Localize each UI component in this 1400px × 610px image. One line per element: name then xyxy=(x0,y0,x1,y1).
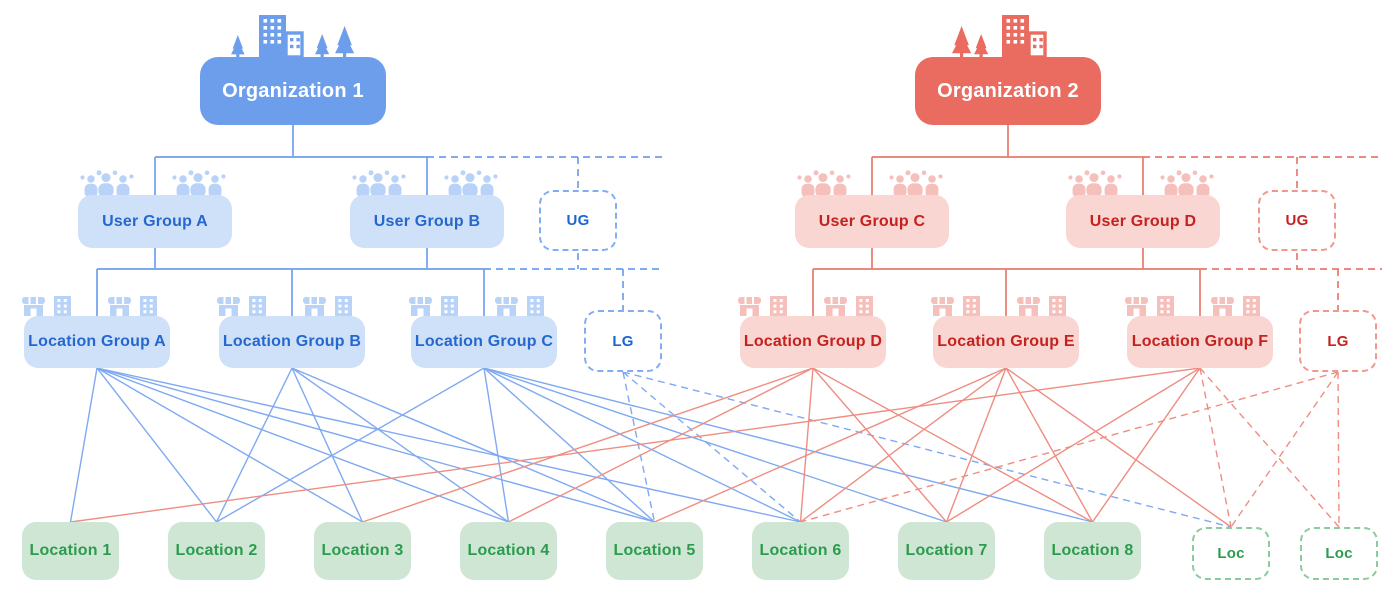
edge-line xyxy=(622,371,801,523)
node-label: Location Group A xyxy=(28,333,166,350)
node-label: Location 5 xyxy=(613,542,696,559)
node-label: Loc xyxy=(1325,545,1353,562)
edge-line xyxy=(96,367,218,523)
edge-line xyxy=(215,367,293,523)
edge-line xyxy=(96,367,801,523)
node-label: User Group B xyxy=(373,212,481,230)
edge-line xyxy=(812,367,1093,523)
loc-box-loc7: Location 7 xyxy=(898,522,995,580)
group-box-lg_b: Location Group B xyxy=(219,316,365,368)
group-box-ug_d: User Group D xyxy=(1066,195,1220,248)
edge-line xyxy=(622,371,656,523)
node-label: UG xyxy=(1285,212,1309,229)
node-label: User Group A xyxy=(102,212,208,230)
edge-line xyxy=(291,367,655,523)
edge-line xyxy=(1199,367,1232,528)
edge-line xyxy=(96,367,655,523)
edge-line xyxy=(508,367,814,523)
placeholder-box-locd2: Loc xyxy=(1300,527,1378,580)
node-label: LG xyxy=(1327,332,1349,350)
node-label: Location 2 xyxy=(175,542,258,559)
edge-line xyxy=(1005,367,1094,523)
node-label: LG xyxy=(612,332,634,350)
group-box-ug_c: User Group C xyxy=(795,195,949,248)
edge-line xyxy=(96,367,363,523)
node-label: Location 6 xyxy=(759,542,842,559)
group-box-lg_c: Location Group C xyxy=(411,316,557,368)
edge-line xyxy=(291,367,364,523)
placeholder-box-ugd_red: UG xyxy=(1258,190,1336,251)
node-label: UG xyxy=(566,212,590,229)
group-box-lg_d: Location Group D xyxy=(740,316,886,368)
node-label: Location 3 xyxy=(321,542,404,559)
edge-line xyxy=(70,367,1201,523)
edge-line xyxy=(1005,367,1232,528)
edge-line xyxy=(946,367,1201,523)
edge-line xyxy=(800,367,1007,523)
group-box-lg_f: Location Group F xyxy=(1127,316,1273,368)
edge-line xyxy=(483,367,801,523)
node-label: Organization 1 xyxy=(222,79,364,102)
loc-box-loc1: Location 1 xyxy=(22,522,119,580)
edge-line xyxy=(799,367,814,523)
edge-line xyxy=(1199,367,1340,528)
node-label: Location Group C xyxy=(414,333,554,350)
placeholder-box-locd1: Loc xyxy=(1192,527,1270,580)
node-label: Location 7 xyxy=(905,542,988,559)
edge-line xyxy=(622,371,1232,528)
group-box-ug_a: User Group A xyxy=(78,195,232,248)
org-box-org1: Organization 1 xyxy=(200,57,386,125)
edge-line xyxy=(216,367,485,523)
edge-line xyxy=(96,367,509,523)
edge-line xyxy=(483,367,655,523)
node-label: Location Group F xyxy=(1131,333,1269,350)
edge-line xyxy=(945,367,1007,523)
node-label: Organization 2 xyxy=(937,79,1079,102)
edge-line xyxy=(1337,371,1340,528)
edge-line xyxy=(654,367,1007,523)
edge-line xyxy=(1230,371,1339,528)
loc-box-loc5: Location 5 xyxy=(606,522,703,580)
group-box-lg_a: Location Group A xyxy=(24,316,170,368)
edge-line xyxy=(812,367,948,523)
node-label: User Group C xyxy=(818,212,926,230)
loc-box-loc4: Location 4 xyxy=(460,522,557,580)
org-box-org2: Organization 2 xyxy=(915,57,1101,125)
node-label: User Group D xyxy=(1089,212,1197,230)
placeholder-box-ugd_blue: UG xyxy=(539,190,617,251)
placeholder-box-lgd_blue: LG xyxy=(584,310,662,372)
edge-line xyxy=(483,367,510,523)
node-label: Location 8 xyxy=(1051,542,1134,559)
node-label: Location 1 xyxy=(29,542,112,559)
node-label: Location Group E xyxy=(937,333,1075,350)
edge-line xyxy=(69,367,98,523)
node-label: Location 4 xyxy=(467,542,550,559)
edge-line xyxy=(483,367,947,523)
placeholder-box-lgd_red: LG xyxy=(1299,310,1377,372)
node-label: Location Group D xyxy=(743,333,883,350)
loc-box-loc2: Location 2 xyxy=(168,522,265,580)
edge-line xyxy=(291,367,509,523)
loc-box-loc3: Location 3 xyxy=(314,522,411,580)
edge-line xyxy=(362,367,814,523)
node-label: Location Group B xyxy=(222,333,362,350)
loc-box-loc8: Location 8 xyxy=(1044,522,1141,580)
loc-box-loc6: Location 6 xyxy=(752,522,849,580)
group-box-lg_e: Location Group E xyxy=(933,316,1079,368)
edge-line xyxy=(483,367,1093,523)
group-box-ug_b: User Group B xyxy=(350,195,504,248)
edge-line xyxy=(800,371,1339,523)
edge-line xyxy=(1091,367,1201,523)
node-label: Loc xyxy=(1217,545,1245,562)
